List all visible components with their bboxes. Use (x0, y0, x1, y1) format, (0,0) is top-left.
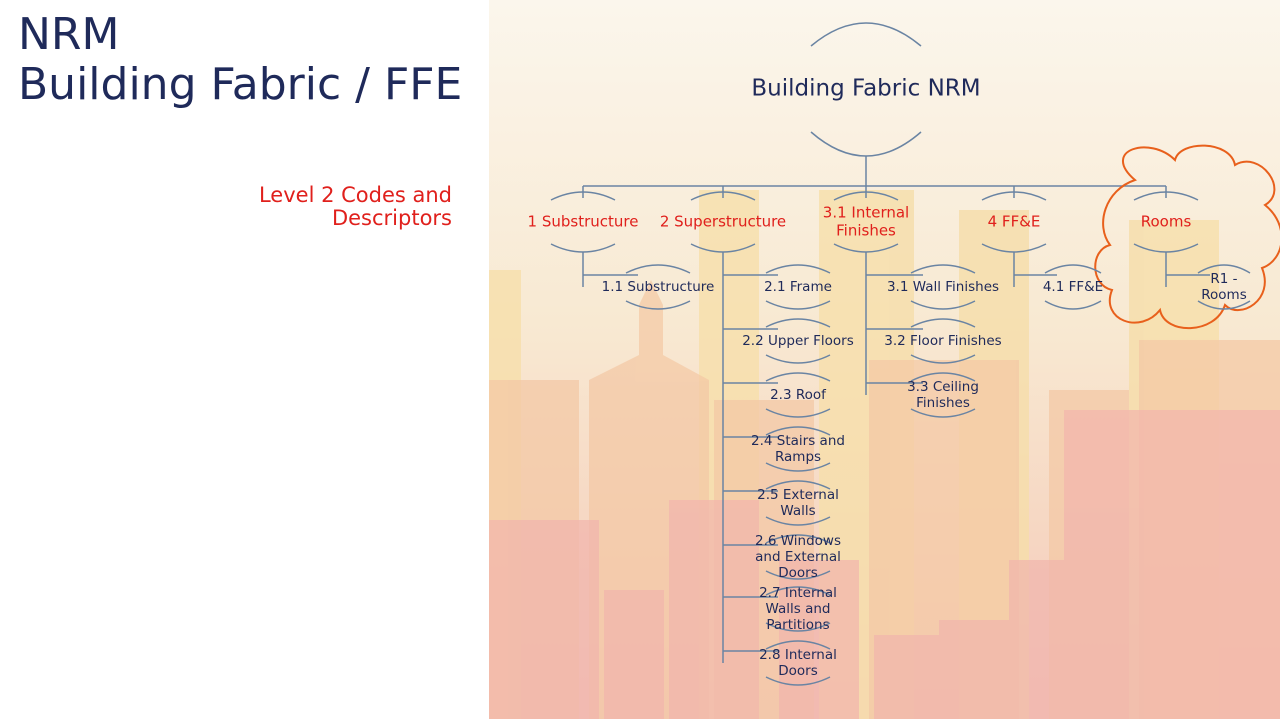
rooms-cloud-highlight (1094, 144, 1280, 330)
child-node-internal-1-top-arc (910, 264, 976, 274)
child-node-super-6-bottom-arc (765, 570, 831, 580)
level1-node-ffe-label: 4 FF&E (988, 213, 1041, 231)
level1-node-super-top-arc (690, 191, 756, 201)
slide-subtitle: Level 2 Codes and Descriptors (258, 183, 452, 230)
child-node-super-2-label: 2.2 Upper Floors (742, 333, 854, 349)
root-arc (810, 131, 922, 157)
child-node-super-8-label: Doors (778, 663, 818, 679)
child-node-super-8-top-arc (765, 640, 831, 650)
level1-node-rooms-top-arc (1133, 191, 1199, 201)
child-node-sub-1-top-arc (625, 264, 691, 274)
level1-node-super-label: 2 Superstructure (660, 213, 786, 231)
root-arc (810, 22, 922, 47)
child-node-super-7-bottom-arc (765, 622, 831, 632)
level1-node-sub-bottom-arc (550, 243, 616, 253)
child-node-super-1-label: 2.1 Frame (764, 279, 832, 295)
child-node-super-1-top-arc (765, 264, 831, 274)
slide-title: NRM Building Fabric / FFE (18, 10, 462, 110)
level1-node-rooms-bottom-arc (1133, 243, 1199, 253)
level1-node-rooms-label: Rooms (1141, 213, 1192, 231)
title-line-1: NRM (18, 9, 120, 60)
child-node-rooms-1-bottom-arc (1197, 300, 1251, 310)
skyline-art (489, 0, 1280, 719)
child-node-internal-3-bottom-arc (910, 408, 976, 418)
child-node-internal-1-bottom-arc (910, 300, 976, 310)
child-node-super-4-top-arc (765, 426, 831, 436)
level1-node-internal-bottom-arc (833, 243, 899, 253)
child-node-super-7-label: Walls and (766, 601, 831, 617)
child-node-sub-1-bottom-arc (625, 300, 691, 310)
level1-node-internal-label: 3.1 Internal (823, 204, 909, 222)
child-node-ffe-1-top-arc (1044, 264, 1102, 274)
child-node-rooms-1-label: R1 - (1210, 271, 1237, 287)
child-node-super-3-top-arc (765, 372, 831, 382)
city-skyline-background (489, 0, 1280, 719)
child-node-super-6-label: 2.6 Windows (755, 533, 841, 549)
level1-node-sub-top-arc (550, 191, 616, 201)
child-node-super-4-bottom-arc (765, 462, 831, 472)
child-node-internal-3-top-arc (910, 372, 976, 382)
child-node-rooms-1-label: Rooms (1201, 287, 1246, 303)
title-line-2: Building Fabric / FFE (18, 59, 463, 110)
child-node-super-2-top-arc (765, 318, 831, 328)
child-node-super-1-bottom-arc (765, 300, 831, 310)
root-node-label: Building Fabric NRM (751, 76, 980, 102)
child-node-super-6-label: and External (755, 549, 841, 565)
child-node-internal-3-label: 3.3 Ceiling (907, 379, 979, 395)
level1-node-ffe-bottom-arc (981, 243, 1047, 253)
child-node-super-2-bottom-arc (765, 354, 831, 364)
child-node-ffe-1-bottom-arc (1044, 300, 1102, 310)
child-node-internal-1-label: 3.1 Wall Finishes (887, 279, 999, 295)
child-node-sub-1-label: 1.1 Substructure (602, 279, 715, 295)
child-node-super-3-label: 2.3 Roof (770, 387, 827, 403)
child-node-super-8-bottom-arc (765, 676, 831, 686)
level1-node-internal-top-arc (833, 191, 899, 201)
child-node-super-7-label: 2.7 Internal (759, 585, 837, 601)
child-node-super-4-label: 2.4 Stairs and (751, 433, 845, 449)
child-node-internal-3-label: Finishes (916, 395, 970, 411)
child-node-super-7-label: Partitions (766, 617, 829, 633)
level1-node-ffe-top-arc (981, 191, 1047, 201)
child-node-internal-2-top-arc (910, 318, 976, 328)
level1-node-super-bottom-arc (690, 243, 756, 253)
child-node-super-8-label: 2.8 Internal (759, 647, 837, 663)
child-node-super-4-label: Ramps (775, 449, 821, 465)
child-node-super-6-label: Doors (778, 565, 818, 581)
child-node-super-5-top-arc (765, 480, 831, 490)
level1-node-sub-label: 1 Substructure (528, 213, 639, 231)
child-node-internal-2-label: 3.2 Floor Finishes (884, 333, 1001, 349)
child-node-rooms-1-top-arc (1197, 264, 1251, 274)
level1-node-internal-label: Finishes (836, 222, 896, 240)
child-node-internal-2-bottom-arc (910, 354, 976, 364)
child-node-super-5-label: 2.5 External (757, 487, 839, 503)
child-node-super-3-bottom-arc (765, 408, 831, 418)
child-node-super-5-label: Walls (780, 503, 815, 519)
child-node-super-5-bottom-arc (765, 516, 831, 526)
child-node-ffe-1-label: 4.1 FF&E (1043, 279, 1103, 295)
child-node-super-7-top-arc (765, 586, 831, 596)
child-node-super-6-top-arc (765, 534, 831, 544)
